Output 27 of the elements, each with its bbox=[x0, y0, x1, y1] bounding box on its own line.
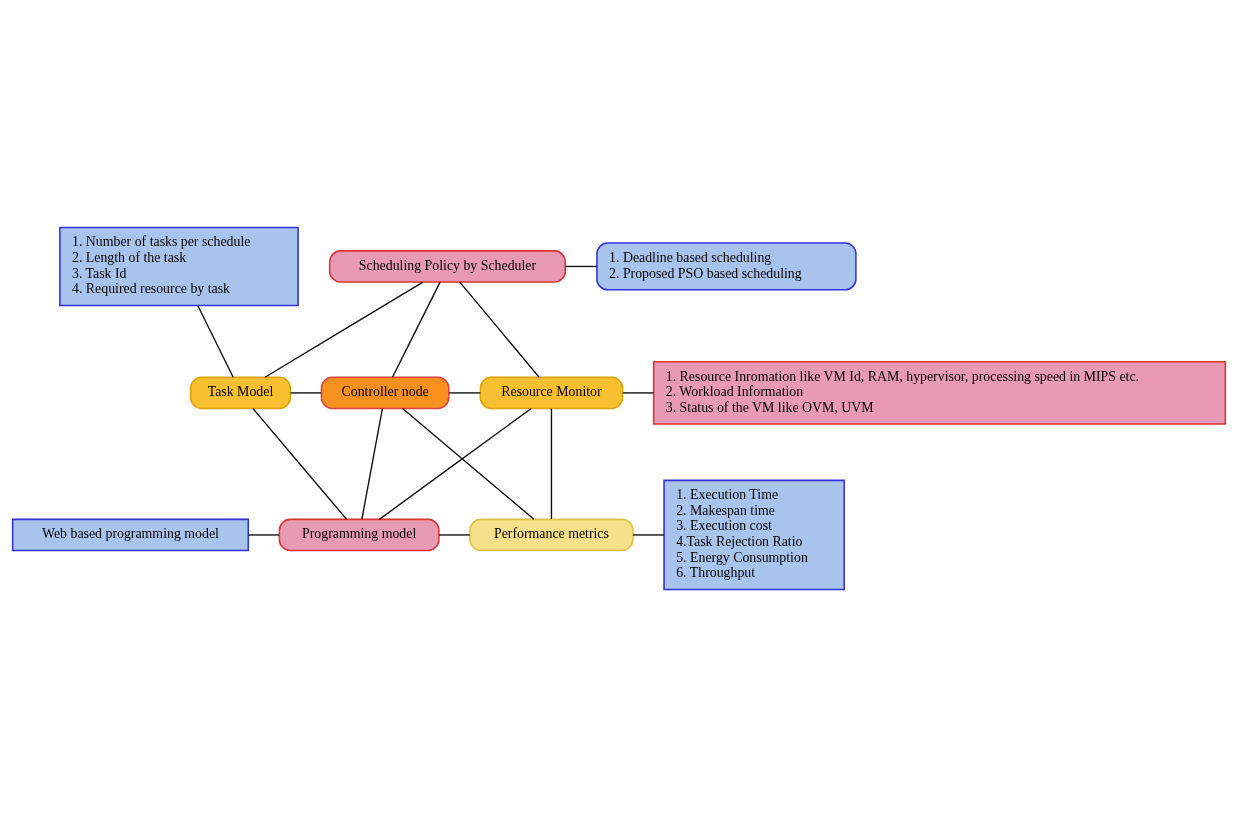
node-box: 1. Execution Time 2. Makespan time 3. Execution cost 4.Task Rejection Ratio 5. Energy Consumption 6. Throughput bbox=[663, 479, 845, 591]
node-box: 1. Resource Inromation like VM Id, RAM, hypervisor, processing speed in MIPS etc. 2. Workload Information 3. Status of the VM like OVM, UVM bbox=[652, 360, 1227, 425]
node-box: Web based programming model bbox=[11, 518, 250, 552]
connector bbox=[378, 407, 532, 521]
node-box: 1. Deadline based scheduling 2. Proposed PSO based scheduling bbox=[596, 242, 857, 291]
node-box: Scheduling Policy by Scheduler bbox=[328, 250, 567, 283]
connector bbox=[391, 281, 441, 378]
connector bbox=[622, 392, 655, 394]
connector bbox=[459, 281, 540, 378]
connector bbox=[197, 305, 234, 378]
connector bbox=[401, 407, 535, 521]
connector bbox=[264, 281, 424, 378]
connector bbox=[438, 534, 471, 536]
node-box: Task Model bbox=[189, 376, 292, 410]
connector bbox=[632, 534, 665, 536]
connector bbox=[252, 407, 348, 520]
connector bbox=[247, 534, 280, 536]
connector bbox=[564, 265, 598, 268]
node-box: Performance metrics bbox=[469, 518, 634, 552]
node-box: Controller node bbox=[320, 376, 450, 410]
connector bbox=[361, 407, 384, 520]
connector bbox=[448, 392, 481, 394]
node-box: Resource Monitor bbox=[479, 376, 624, 410]
node-box: Programming model bbox=[278, 518, 440, 552]
node-box: 1. Number of tasks per schedule 2. Length of the task 3. Task Id 4. Required resource by task bbox=[59, 226, 299, 307]
connector bbox=[550, 407, 553, 520]
connector bbox=[289, 392, 322, 394]
